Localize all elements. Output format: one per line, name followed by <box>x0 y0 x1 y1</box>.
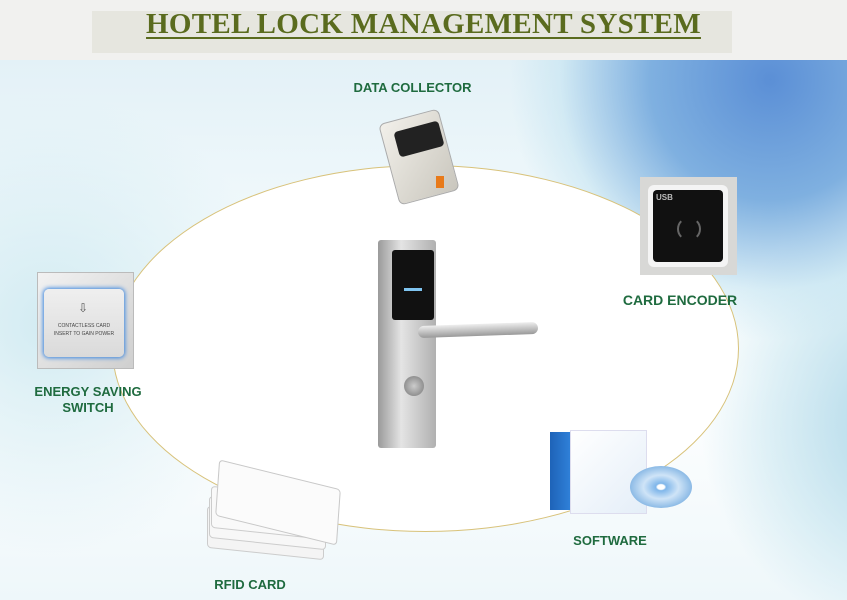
label-card-encoder: CARD ENCODER <box>622 292 738 308</box>
diagram-stage: DATA COLLECTOR USB CARD ENCODER ⇩ CONTAC… <box>0 60 847 600</box>
rfid-cards-image <box>205 459 345 561</box>
energy-saving-switch-image: ⇩ CONTACTLESS CARD INSERT TO GAIN POWER <box>37 272 134 369</box>
encoder-logo: USB <box>656 193 673 202</box>
door-lock-image <box>378 240 539 450</box>
header: HOTEL LOCK MANAGEMENT SYSTEM <box>0 0 847 60</box>
cd-disc-icon <box>630 466 692 508</box>
label-rfid-card: RFID CARD <box>214 577 286 592</box>
data-collector-image <box>378 108 460 206</box>
label-software: SOFTWARE <box>573 533 647 548</box>
software-box-image <box>550 430 700 520</box>
switch-text-line1: CONTACTLESS CARD <box>57 323 111 329</box>
label-data-collector: DATA COLLECTOR <box>353 80 472 95</box>
rfid-wave-icon <box>677 217 701 241</box>
arrow-down-icon: ⇩ <box>78 301 89 315</box>
title-band <box>92 11 732 53</box>
card-encoder-image: USB <box>640 177 737 275</box>
page-title: HOTEL LOCK MANAGEMENT SYSTEM <box>146 8 701 40</box>
label-energy-saving-switch: ENERGY SAVING SWITCH <box>34 384 142 415</box>
switch-text-line2: INSERT TO GAIN POWER <box>53 331 115 337</box>
